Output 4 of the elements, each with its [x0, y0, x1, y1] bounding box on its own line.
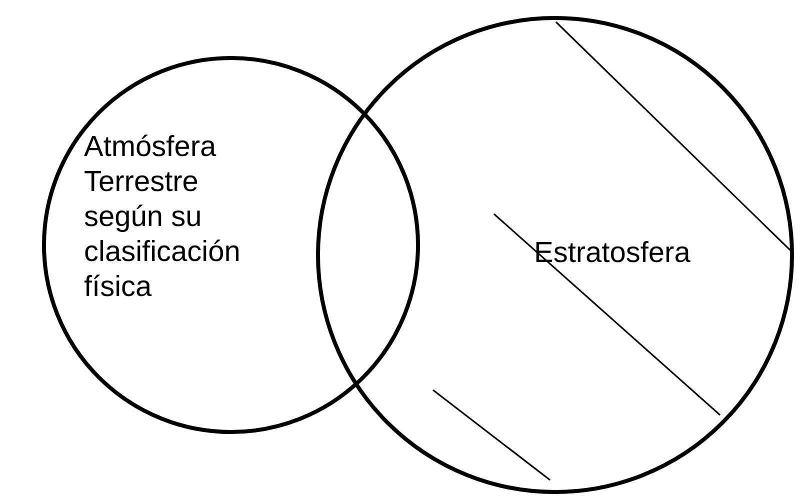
- venn-circle: [316, 16, 794, 494]
- venn-circle: [42, 56, 420, 434]
- circle-label: Estratosfera: [534, 236, 692, 271]
- circle-label: Atmósfera Terrestre según su clasificación física: [84, 130, 242, 305]
